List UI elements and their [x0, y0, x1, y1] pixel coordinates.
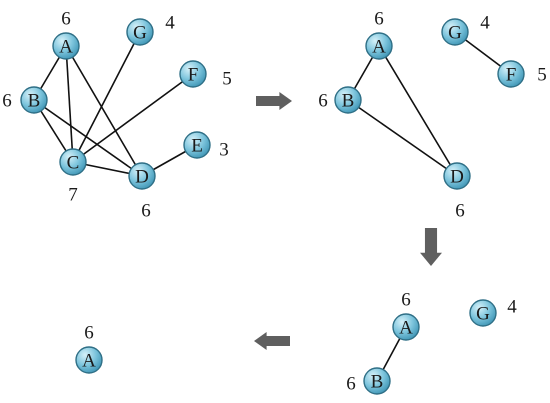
stage-2-node-D-weight: 6: [455, 201, 465, 222]
stage-4-node-A-circle: [75, 346, 103, 374]
stage-3-node-B-label: B: [371, 372, 384, 393]
stage-2-node-A-label: A: [372, 37, 386, 58]
stage-3-node-G-label: G: [476, 304, 490, 325]
stage-2-node-B: B6: [318, 86, 362, 114]
stage-1-node-F-label: F: [188, 65, 199, 86]
stage-2-node-G-circle: [441, 18, 469, 46]
stage-1-node-A-weight: 6: [61, 9, 71, 30]
stage-1-node-F-circle: [179, 60, 207, 88]
stage-1-node-D: D6: [128, 162, 156, 222]
stage-1-edge-C-G: [72, 31, 141, 163]
stage-3-node-A: A6: [392, 290, 420, 341]
stage-2-node-F-label: F: [506, 65, 517, 86]
stage-1-node-A-label: A: [59, 37, 73, 58]
stage-2-node-A-weight: 6: [374, 9, 384, 30]
stage-3-node-A-weight: 6: [401, 290, 411, 311]
stage-1-edge-C-F: [72, 73, 194, 163]
stage-1-node-G-weight: 4: [165, 13, 175, 34]
arrow-right: [256, 92, 292, 110]
stage-1-node-F-weight: 5: [222, 69, 232, 90]
stage-4-node-A-label: A: [82, 351, 96, 372]
stage-2-node-B-circle: [334, 86, 362, 114]
arrows-layer: [254, 92, 442, 350]
stage-2-node-A: A6: [365, 9, 393, 60]
stage-3-node-B-weight: 6: [346, 374, 356, 395]
stage-1-node-D-circle: [128, 162, 156, 190]
stage-2-edge-B-D: [347, 99, 458, 177]
stage-1-node-E-circle: [183, 131, 211, 159]
stage-2-node-G-weight: 4: [480, 13, 490, 34]
arrow-down: [420, 228, 442, 266]
stage-3-node-G-weight: 4: [507, 297, 517, 318]
stage-1-node-A-circle: [52, 32, 80, 60]
stage-3-node-A-circle: [392, 313, 420, 341]
stage-2-edge-A-D: [378, 45, 458, 177]
stage-1-node-C: C7: [59, 148, 87, 206]
stage-1-node-B: B6: [2, 86, 48, 114]
stage-1-node-D-label: D: [135, 167, 149, 188]
stage-1-node-G-circle: [126, 18, 154, 46]
stage-1-node-D-weight: 6: [141, 201, 151, 222]
stage-1-node-C-circle: [59, 148, 87, 176]
stage-4-node-A: A6: [75, 323, 103, 374]
stage-3-node-B: B6: [346, 367, 391, 395]
stage-1-node-G-label: G: [133, 23, 147, 44]
stage-2-node-D-label: D: [450, 167, 464, 188]
stage-1-node-B-label: B: [28, 91, 41, 112]
stage-1-node-A: A6: [52, 9, 80, 60]
stage-2-node-F-weight: 5: [537, 65, 547, 86]
stage-1-node-E-weight: 3: [219, 140, 229, 161]
stage-3-node-G-circle: [469, 299, 497, 327]
stage-2-node-D-circle: [443, 162, 471, 190]
edges-layer: [33, 31, 512, 382]
stage-1-edge-B-D: [33, 99, 143, 177]
stage-1-node-B-circle: [20, 86, 48, 114]
stage-2-node-F-circle: [497, 60, 525, 88]
stage-4-node-A-weight: 6: [84, 323, 94, 344]
stage-2-node-D: D6: [443, 162, 471, 222]
stage-1-node-E-label: E: [191, 136, 203, 157]
stage-1-edge-A-D: [65, 45, 143, 177]
stage-1-edge-A-C: [65, 45, 74, 163]
stage-1-node-C-label: C: [67, 153, 80, 174]
stage-3-node-B-circle: [363, 367, 391, 395]
stage-3-node-A-label: A: [399, 318, 413, 339]
stage-2-node-A-circle: [365, 32, 393, 60]
stage-2-node-B-weight: 6: [318, 91, 328, 112]
stage-1-node-B-weight: 6: [2, 91, 12, 112]
stage-2-node-G-label: G: [448, 23, 462, 44]
stage-1-node-C-weight: 7: [68, 185, 78, 206]
arrow-left: [254, 332, 290, 350]
stage-2-node-B-label: B: [342, 91, 355, 112]
